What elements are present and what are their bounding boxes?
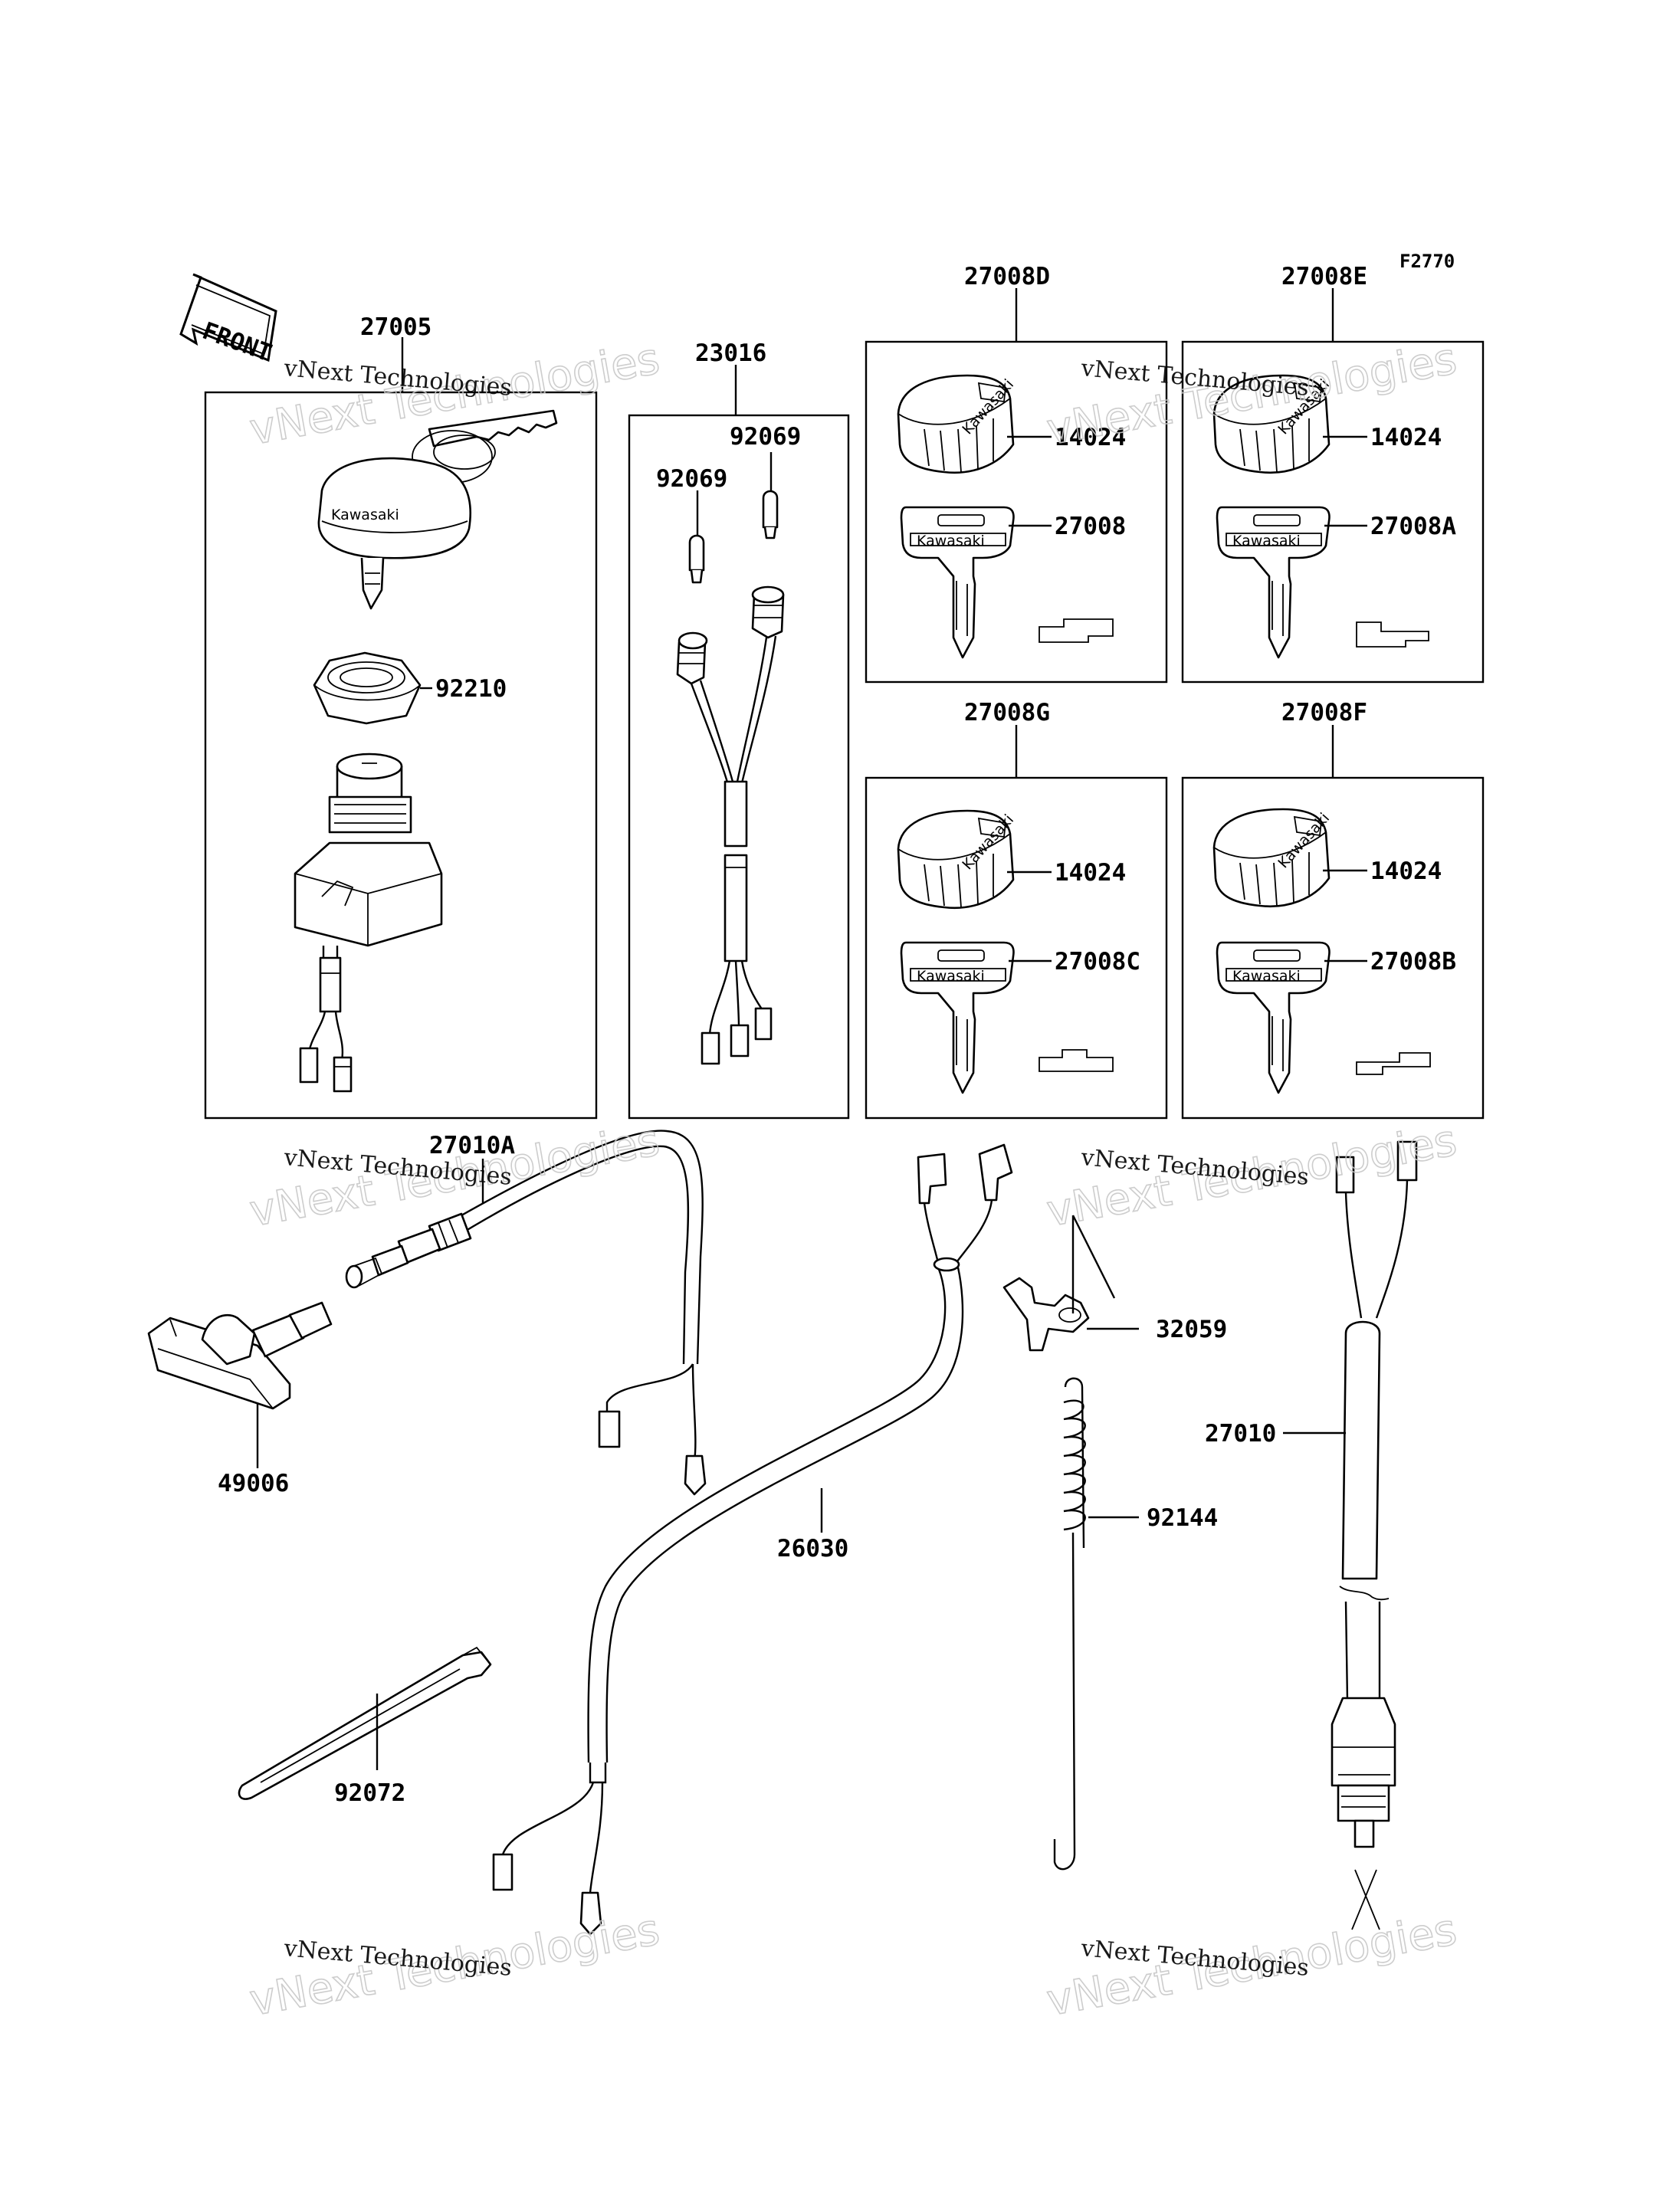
- key-set-e: Kawasaki Kawasaki: [1212, 374, 1429, 659]
- ignition-switch-box: [204, 391, 598, 1120]
- nut-92210: [313, 651, 422, 725]
- label-92144: 92144: [1147, 1504, 1218, 1532]
- label-27008f: 27008F: [1281, 699, 1367, 726]
- label-27005: 27005: [360, 313, 431, 341]
- label-14024-g: 14024: [1055, 859, 1126, 887]
- brand-text-key-d: Kawasaki: [917, 533, 985, 549]
- label-14024-d: 14024: [1055, 424, 1126, 451]
- switch-body: [294, 753, 443, 1093]
- label-27008d: 27008D: [964, 263, 1050, 290]
- label-92210: 92210: [435, 675, 507, 703]
- brand-text-key-g: Kawasaki: [917, 968, 985, 985]
- brand-text-key-e: Kawasaki: [1232, 533, 1301, 549]
- label-23016: 23016: [695, 339, 766, 367]
- label-49006: 49006: [218, 1470, 289, 1497]
- part-labels: 27005 92210 23016 92069 92069 27008D 270…: [218, 263, 1456, 1807]
- cable-27010a: [345, 1130, 707, 1496]
- brand-text-key-f: Kawasaki: [1232, 968, 1301, 985]
- label-14024-f: 14024: [1370, 857, 1442, 885]
- figure-code: F2770: [1399, 251, 1455, 272]
- watermark-bottom-right: vNext Technologies vNext Technologies: [1042, 1904, 1461, 2027]
- label-27008b: 27008B: [1370, 948, 1456, 976]
- watermark-bottom-left: vNext Technologies vNext Technologies: [245, 1904, 664, 2027]
- label-92069-left: 92069: [656, 465, 727, 493]
- label-27008: 27008: [1055, 513, 1126, 540]
- label-92072: 92072: [334, 1779, 405, 1807]
- lead-wire-23016: [676, 585, 785, 1065]
- label-27008e: 27008E: [1281, 263, 1367, 290]
- label-27010a: 27010A: [429, 1132, 515, 1159]
- label-92069-right: 92069: [730, 423, 801, 451]
- harness-26030: [492, 1143, 1013, 1936]
- label-27008g: 27008G: [964, 699, 1050, 726]
- label-27010: 27010: [1205, 1420, 1276, 1448]
- label-27008a: 27008A: [1370, 513, 1456, 540]
- label-27008c: 27008C: [1055, 948, 1140, 976]
- bulb-92069-right: [762, 490, 779, 539]
- key-set-f: Kawasaki Kawasaki: [1212, 808, 1431, 1094]
- label-32059: 32059: [1156, 1316, 1227, 1343]
- leader-lines: [256, 288, 1367, 1770]
- brand-text-ignition: Kawasaki: [331, 507, 399, 523]
- key-set-d: Kawasaki Kawasaki: [897, 374, 1114, 659]
- bulb-92069-left: [688, 534, 705, 584]
- lead-wire-box: [628, 414, 850, 1120]
- front-arrow-icon: FRONT: [179, 273, 277, 367]
- spring-rod-92144: [1053, 1377, 1086, 1871]
- stop-switch-27010: [1331, 1140, 1418, 1930]
- label-14024-e: 14024: [1370, 424, 1442, 451]
- cable-tie-92072: [238, 1646, 492, 1800]
- bracket-32059: [1002, 1277, 1090, 1352]
- label-26030: 26030: [777, 1535, 848, 1562]
- rubber-boot-49006: [147, 1301, 333, 1410]
- key-set-g: Kawasaki Kawasaki: [897, 809, 1114, 1094]
- ignition-key-and-cap: Kawasaki: [317, 409, 558, 610]
